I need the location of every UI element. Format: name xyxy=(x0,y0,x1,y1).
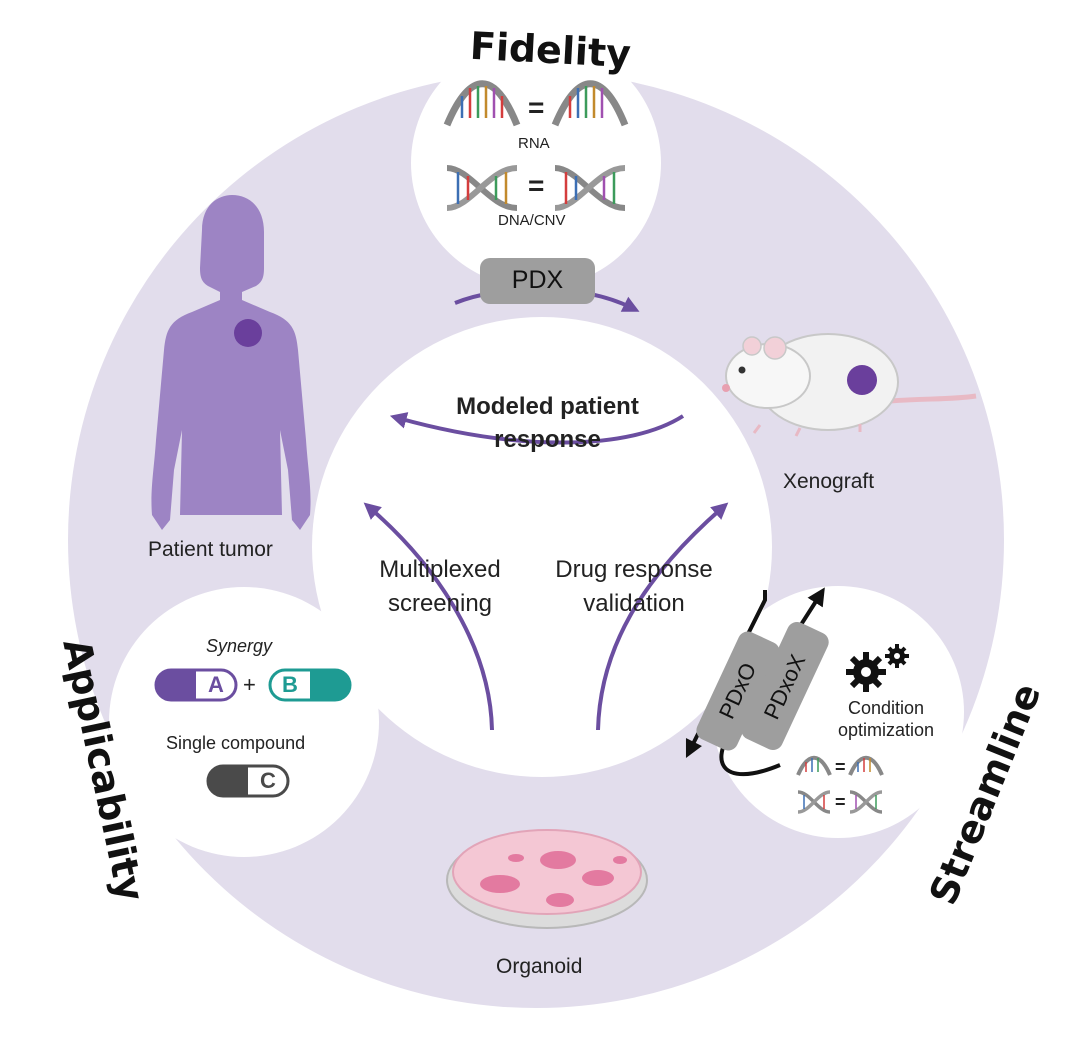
condition-label-line1: Condition xyxy=(847,698,925,718)
drug-b-label: B xyxy=(282,672,298,697)
mouse-icon xyxy=(722,333,977,437)
modeled-response-label-line2: response xyxy=(494,426,601,453)
xenograft-label: Xenograft xyxy=(783,470,875,493)
small-dna-icon-right xyxy=(849,790,883,814)
dna-helix-icon-left xyxy=(446,165,518,211)
patient-tumor-label: Patient tumor xyxy=(148,538,273,561)
rna-helix-icon-left xyxy=(443,80,521,127)
dna-helix-icon-right xyxy=(554,165,626,211)
rna-equals-sign: = xyxy=(528,92,545,123)
gears-icon xyxy=(846,644,909,692)
center-circle xyxy=(312,317,772,777)
small-rna-equals-sign: = xyxy=(835,757,846,777)
drug-c-label: C xyxy=(260,768,276,793)
fidelity-title: Fidelity xyxy=(468,23,632,77)
rna-label: RNA xyxy=(518,135,550,152)
drug-a-pill xyxy=(154,668,238,702)
multiplexed-arrow xyxy=(363,502,494,731)
dna-cnv-label: DNA/CNV xyxy=(498,212,566,229)
modeled-response-label-line1: Modeled patient xyxy=(456,393,639,420)
drug-a-label: A xyxy=(208,672,224,697)
plus-sign: + xyxy=(243,672,256,697)
applicability-circle xyxy=(109,587,379,857)
pdx-label: PDX xyxy=(511,266,564,294)
patient-silhouette-icon xyxy=(151,195,311,530)
single-compound-label: Single compound xyxy=(166,733,306,753)
small-rna-icon-right xyxy=(848,755,884,776)
fidelity-circle xyxy=(411,38,661,288)
drug-b-pill xyxy=(268,668,352,702)
condition-label-line2: optimization xyxy=(837,720,935,740)
small-rna-icon-left xyxy=(796,755,832,776)
drug-response-label-line2: validation xyxy=(583,590,685,617)
multiplexed-label-line1: Multiplexed xyxy=(379,556,501,583)
modeled-response-arrow xyxy=(389,412,685,445)
dna-equals-sign: = xyxy=(528,170,545,201)
organoid-dish-icon xyxy=(446,829,648,929)
xenograft-tumor-dot xyxy=(847,365,877,395)
synergy-label: Synergy xyxy=(206,636,273,656)
drug-response-label-line1: Drug response xyxy=(555,556,713,583)
drug-c-pill xyxy=(206,764,290,798)
small-dna-icon-left xyxy=(797,790,831,814)
pdxo-pill xyxy=(696,631,780,751)
multiplexed-label-line2: screening xyxy=(387,590,493,617)
rna-helix-icon-right xyxy=(551,80,629,127)
pdx-pill xyxy=(480,258,595,304)
drug-validation-arrow xyxy=(596,502,729,731)
pdxox-pill xyxy=(741,621,829,751)
small-dna-equals-sign: = xyxy=(835,792,846,812)
organoid-label: Organoid xyxy=(496,955,583,978)
patient-tumor-dot xyxy=(234,319,262,347)
